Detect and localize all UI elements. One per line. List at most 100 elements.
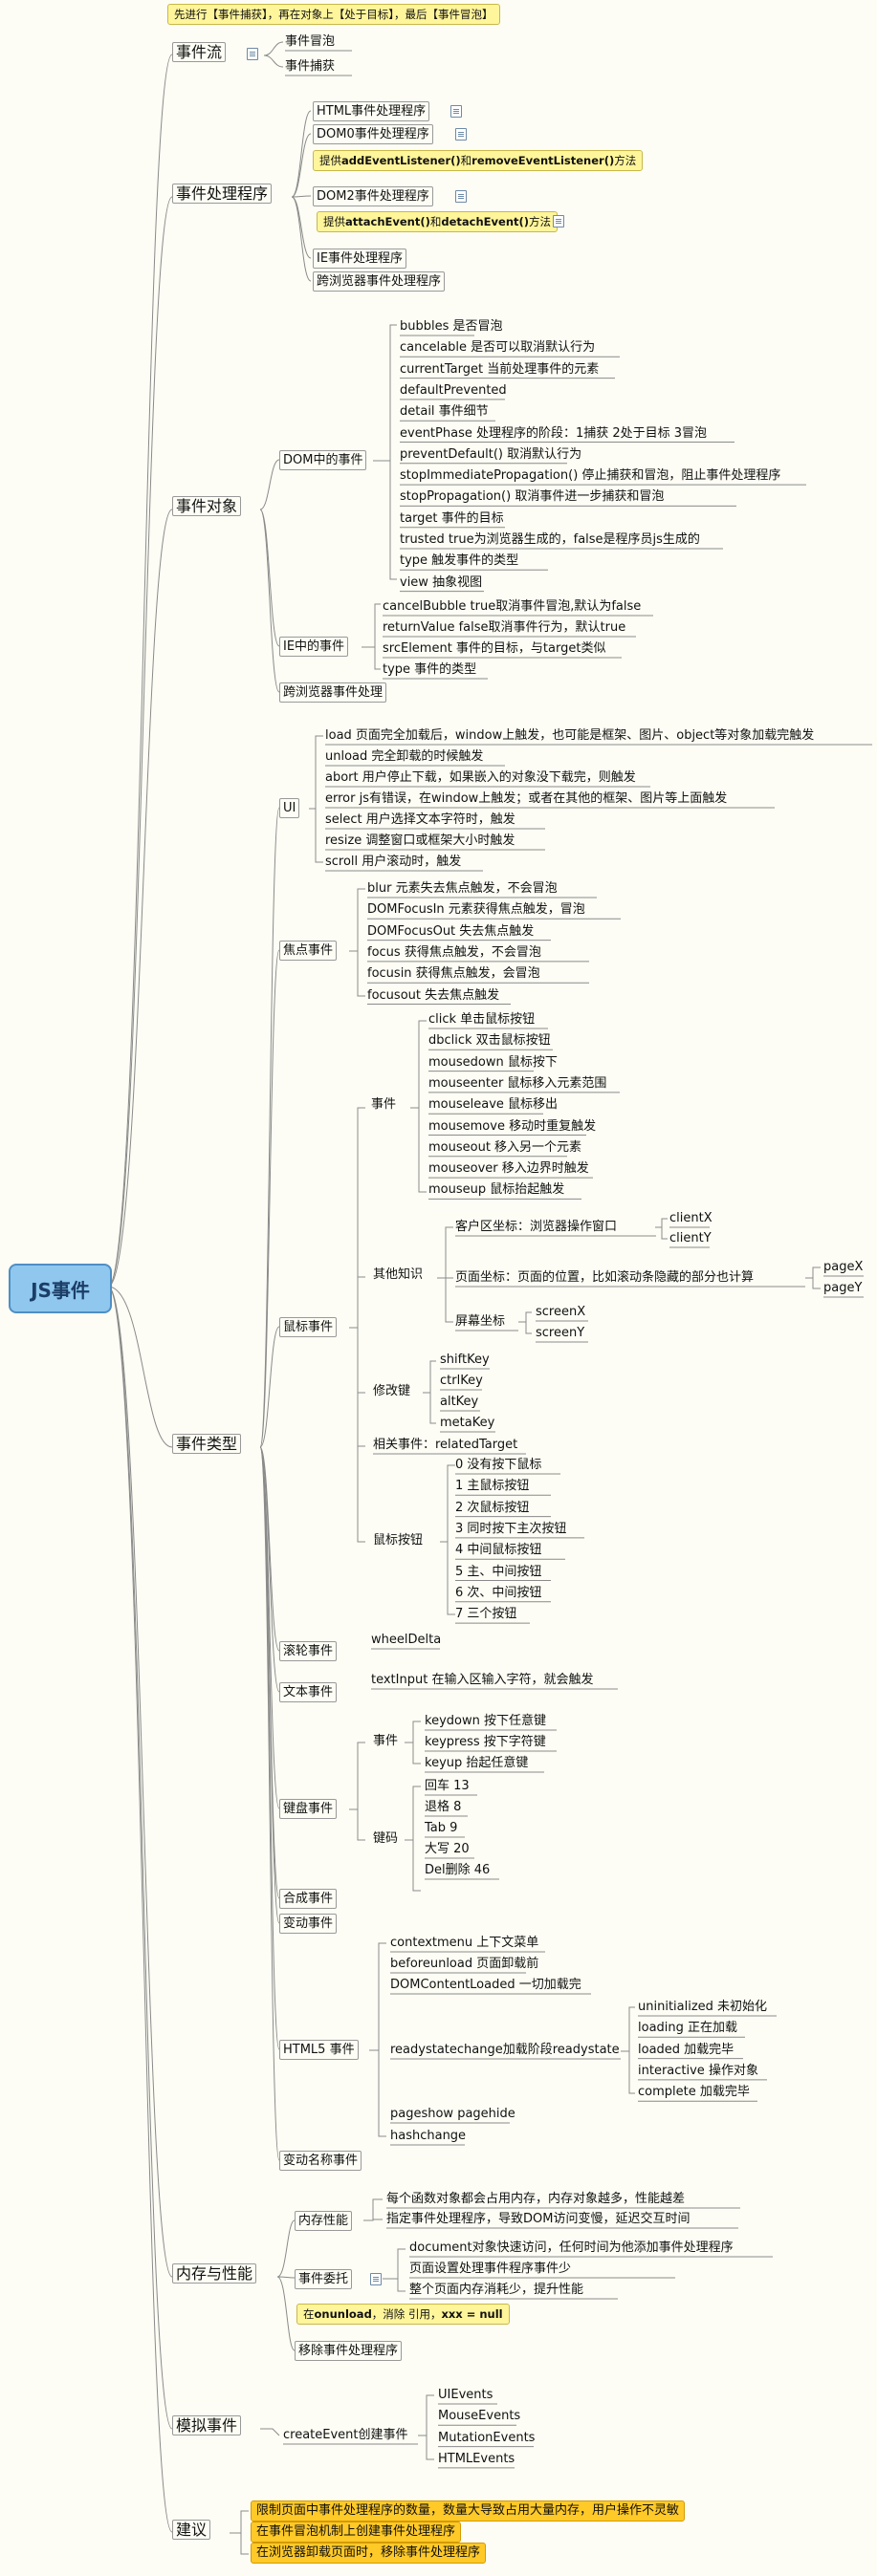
dom-event-prop[interactable]: preventDefault() 取消默认行为 bbox=[400, 446, 582, 462]
note-icon[interactable] bbox=[553, 215, 564, 227]
keyboard-subgroup-codes[interactable]: 键码 bbox=[373, 1831, 399, 1846]
dom-event-prop[interactable]: view 抽象视图 bbox=[400, 574, 483, 590]
ie-event-prop[interactable]: returnValue false取消事件行为，默认true bbox=[383, 620, 626, 635]
memory-node[interactable]: 内存性能 bbox=[295, 2211, 353, 2231]
html5-event[interactable]: contextmenu 上下文菜单 bbox=[390, 1936, 539, 1950]
note-icon[interactable] bbox=[450, 105, 462, 118]
ie-event-prop[interactable]: type 事件的类型 bbox=[383, 662, 477, 677]
mouse-event[interactable]: click 单击鼠标按钮 bbox=[428, 1012, 536, 1027]
html5-event[interactable]: beforeunload 页面卸载前 bbox=[390, 1957, 539, 1971]
note-icon[interactable] bbox=[247, 48, 258, 60]
mouse-button[interactable]: 3 同时按下主次按钮 bbox=[455, 1521, 567, 1536]
advice-item[interactable]: 在浏览器卸载页面时，移除事件处理程序 bbox=[251, 2543, 487, 2564]
keyboard-subgroup-events[interactable]: 事件 bbox=[373, 1734, 399, 1748]
related-target[interactable]: 相关事件：relatedTarget bbox=[373, 1438, 518, 1452]
readystate-value[interactable]: loaded 加载完毕 bbox=[638, 2042, 734, 2057]
mouse-event[interactable]: mouseup 鼠标抬起触发 bbox=[428, 1182, 565, 1198]
cross-event-node[interactable]: 跨浏览器事件处理 bbox=[279, 682, 387, 703]
dom-event-prop[interactable]: defaultPrevented bbox=[400, 382, 507, 398]
ie-event-prop[interactable]: cancelBubble true取消事件冒泡,默认为false bbox=[383, 599, 642, 614]
mutation-events-node[interactable]: 变动事件 bbox=[279, 1914, 338, 1934]
screen-x[interactable]: screenX bbox=[536, 1305, 586, 1319]
screen-y[interactable]: screenY bbox=[536, 1326, 585, 1340]
mouse-event[interactable]: mouseover 移入边界时触发 bbox=[428, 1161, 589, 1177]
modifier-key[interactable]: ctrlKey bbox=[440, 1374, 483, 1388]
focus-event[interactable]: DOMFocusOut 失去焦点触发 bbox=[367, 923, 535, 939]
modifier-key[interactable]: metaKey bbox=[440, 1416, 495, 1430]
mouse-event[interactable]: mouseenter 鼠标移入元素范围 bbox=[428, 1075, 607, 1091]
dom-event-prop[interactable]: currentTarget 当前处理事件的元素 bbox=[400, 361, 600, 377]
mouse-button[interactable]: 1 主鼠标按钮 bbox=[455, 1479, 530, 1494]
mouse-subgroup-events[interactable]: 事件 bbox=[371, 1097, 397, 1112]
focus-event[interactable]: focusin 获得焦点触发，会冒泡 bbox=[367, 966, 540, 982]
composition-events-node[interactable]: 合成事件 bbox=[279, 1889, 338, 1909]
dom-event-prop[interactable]: type 触发事件的类型 bbox=[400, 553, 519, 569]
pageshow-pagehide[interactable]: pageshow pagehide bbox=[390, 2107, 515, 2121]
ie-event-node[interactable]: IE中的事件 bbox=[279, 637, 349, 657]
key-code[interactable]: 回车 13 bbox=[425, 1779, 470, 1793]
handler-dom2[interactable]: DOM2事件处理程序 bbox=[313, 186, 433, 206]
delegation-node[interactable]: 事件委托 bbox=[295, 2269, 353, 2289]
page-x[interactable]: pageX bbox=[823, 1260, 864, 1274]
keyboard-events-node[interactable]: 键盘事件 bbox=[279, 1799, 338, 1819]
mouse-button[interactable]: 5 主、中间按钮 bbox=[455, 1564, 542, 1579]
dom-event-prop[interactable]: detail 事件细节 bbox=[400, 404, 489, 420]
handler-dom0[interactable]: DOM0事件处理程序 bbox=[313, 124, 433, 144]
event-module[interactable]: UIEvents bbox=[438, 2388, 493, 2402]
memory-item[interactable]: 每个函数对象都会占用内存，内存对象越多，性能越差 bbox=[386, 2192, 686, 2206]
client-y[interactable]: clientY bbox=[669, 1231, 712, 1245]
branch-event-flow[interactable]: 事件流 bbox=[172, 42, 227, 62]
branch-simulate-events[interactable]: 模拟事件 bbox=[172, 2415, 242, 2435]
create-event[interactable]: createEvent创建事件 bbox=[283, 2428, 408, 2442]
key-code[interactable]: 大写 20 bbox=[425, 1842, 470, 1856]
focus-event[interactable]: focusout 失去焦点触发 bbox=[367, 987, 500, 1003]
handler-ie[interactable]: IE事件处理程序 bbox=[313, 249, 407, 269]
delegation-item[interactable]: document对象快速访问，任何时间为他添加事件处理程序 bbox=[409, 2240, 734, 2255]
wheel-events-node[interactable]: 滚轮事件 bbox=[279, 1641, 338, 1661]
flow-item[interactable]: 事件捕获 bbox=[285, 59, 336, 74]
ui-events-node[interactable]: UI bbox=[279, 798, 300, 818]
html5-event[interactable]: DOMContentLoaded 一切加载完 bbox=[390, 1978, 581, 1992]
mouse-event[interactable]: dbclick 双击鼠标按钮 bbox=[428, 1033, 551, 1049]
key-code[interactable]: Tab 9 bbox=[425, 1821, 458, 1835]
readystatechange[interactable]: readystatechange加载阶段readystate bbox=[390, 2043, 620, 2057]
wheel-delta[interactable]: wheelDelta bbox=[371, 1633, 442, 1647]
mutation-name-events-node[interactable]: 变动名称事件 bbox=[279, 2151, 362, 2171]
dom-event-prop[interactable]: stopPropagation() 取消事件进一步捕获和冒泡 bbox=[400, 489, 665, 505]
mouse-button[interactable]: 0 没有按下鼠标 bbox=[455, 1458, 542, 1472]
dom-event-prop[interactable]: bubbles 是否冒泡 bbox=[400, 319, 503, 334]
dom-event-prop[interactable]: trusted true为浏览器生成的，false是程序员js生成的 bbox=[400, 532, 700, 547]
note-icon[interactable] bbox=[455, 190, 467, 203]
mouse-event[interactable]: mousemove 移动时重复触发 bbox=[428, 1118, 597, 1134]
mouse-subgroup-buttons[interactable]: 鼠标按钮 bbox=[373, 1533, 424, 1548]
dom-event-prop[interactable]: cancelable 是否可以取消默认行为 bbox=[400, 340, 596, 356]
readystate-value[interactable]: complete 加载完毕 bbox=[638, 2085, 750, 2100]
page-y[interactable]: pageY bbox=[823, 1281, 863, 1295]
mouse-event[interactable]: mouseout 移入另一个元素 bbox=[428, 1139, 582, 1155]
keyboard-event[interactable]: keyup 抬起任意键 bbox=[425, 1756, 529, 1770]
key-code[interactable]: 退格 8 bbox=[425, 1800, 462, 1814]
remove-handlers-node[interactable]: 移除事件处理程序 bbox=[295, 2341, 403, 2361]
advice-item[interactable]: 限制页面中事件处理程序的数量，数量大导致占用大量内存，用户操作不灵敏 bbox=[251, 2500, 686, 2522]
mouse-button[interactable]: 4 中间鼠标按钮 bbox=[455, 1543, 542, 1558]
ui-event[interactable]: unload 完全卸载的时候触发 bbox=[325, 749, 484, 764]
mouse-button[interactable]: 6 次、中间按钮 bbox=[455, 1585, 542, 1600]
handler-cross[interactable]: 跨浏览器事件处理程序 bbox=[313, 271, 446, 292]
memory-item[interactable]: 指定事件处理程序，导致DOM访问变慢，延迟交互时间 bbox=[386, 2212, 691, 2226]
ui-event[interactable]: abort 用户停止下载，如果嵌入的对象没下载完，则触发 bbox=[325, 770, 636, 785]
readystate-value[interactable]: uninitialized 未初始化 bbox=[638, 2000, 768, 2014]
text-input[interactable]: textInput 在输入区输入字符，就会触发 bbox=[371, 1673, 594, 1687]
delegation-item[interactable]: 页面设置处理事件程序事件少 bbox=[409, 2262, 572, 2276]
branch-event-object[interactable]: 事件对象 bbox=[172, 496, 242, 516]
focus-event[interactable]: blur 元素失去焦点触发，不会冒泡 bbox=[367, 881, 558, 896]
readystate-value[interactable]: loading 正在加载 bbox=[638, 2021, 738, 2036]
note-icon[interactable] bbox=[455, 128, 467, 141]
event-module[interactable]: MouseEvents bbox=[438, 2409, 521, 2424]
readystate-value[interactable]: interactive 操作对象 bbox=[638, 2063, 758, 2078]
dom-event-node[interactable]: DOM中的事件 bbox=[279, 450, 367, 470]
keyboard-event[interactable]: keydown 按下任意键 bbox=[425, 1714, 546, 1728]
ie-event-prop[interactable]: srcElement 事件的目标，与target类似 bbox=[383, 641, 606, 656]
screen-coords[interactable]: 屏幕坐标 bbox=[455, 1314, 506, 1329]
focus-event[interactable]: DOMFocusIn 元素获得焦点触发，冒泡 bbox=[367, 902, 585, 918]
ui-event[interactable]: error js有错误，在window上触发；或者在其他的框架、图片等上面触发 bbox=[325, 791, 728, 806]
